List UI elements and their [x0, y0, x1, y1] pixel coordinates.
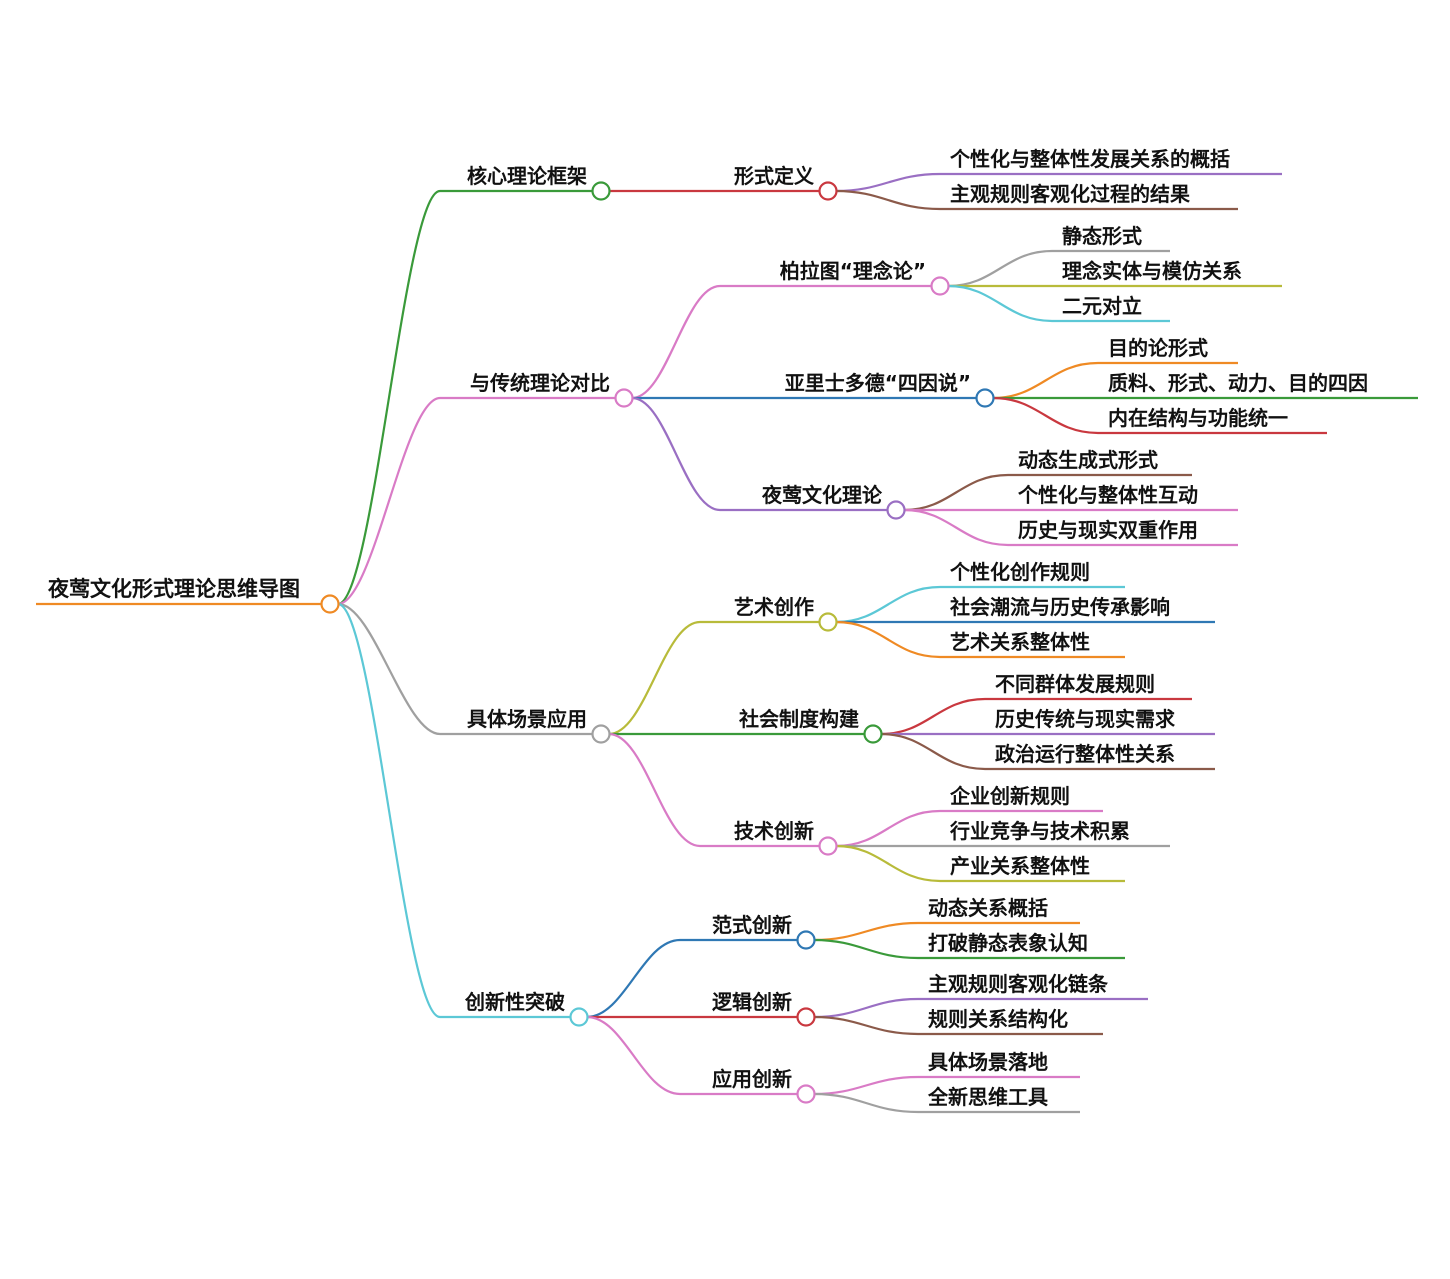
collapse-toggle-l2[interactable]: [796, 1084, 816, 1104]
collapse-toggle-l1[interactable]: [569, 1007, 589, 1027]
branch-edge-l3: [813, 1092, 919, 1114]
branch-edge-l3: [947, 249, 1053, 288]
leaf-node[interactable]: 行业竞争与技术积累: [949, 819, 1130, 843]
branch-edge-l1: [337, 189, 441, 606]
nodes-layer: 夜莺文化形式理论思维导图核心理论框架形式定义个性化与整体性发展关系的概括主观规则…: [47, 147, 1368, 1109]
branch-edge-l3: [835, 809, 941, 848]
leaf-node[interactable]: 目的论形式: [1108, 336, 1208, 360]
leaf-node[interactable]: 质料、形式、动力、目的四因: [1108, 371, 1368, 395]
branch-edge-l3: [813, 1075, 919, 1096]
branch-node-l1[interactable]: 核心理论框架: [467, 164, 587, 188]
branch-edge-l2: [608, 620, 701, 736]
branch-edge-l3: [947, 284, 1053, 323]
root-node-title[interactable]: 夜莺文化形式理论思维导图: [47, 577, 300, 601]
collapse-toggle-l2[interactable]: [975, 388, 995, 408]
leaf-node[interactable]: 个性化与整体性互动: [1017, 483, 1198, 507]
collapse-toggle-l2[interactable]: [886, 500, 906, 520]
branch-edge-l3: [835, 172, 941, 193]
branch-edge-l3: [992, 361, 1099, 400]
branch-edge-l3: [813, 1015, 919, 1036]
leaf-node[interactable]: 全新思维工具: [927, 1085, 1048, 1109]
branch-node-l2[interactable]: 逻辑创新: [712, 990, 792, 1014]
leaf-node[interactable]: 个性化与整体性发展关系的概括: [949, 147, 1230, 171]
branch-node-l2[interactable]: 应用创新: [712, 1067, 792, 1091]
leaf-node[interactable]: 打破静态表象认知: [928, 931, 1088, 955]
collapse-toggle-l2[interactable]: [818, 181, 838, 201]
branch-node-l2[interactable]: 夜莺文化理论: [761, 483, 883, 507]
leaf-node[interactable]: 主观规则客观化链条: [928, 972, 1109, 996]
leaf-node[interactable]: 规则关系结构化: [928, 1007, 1068, 1031]
leaf-node[interactable]: 主观规则客观化过程的结果: [950, 182, 1190, 206]
branch-edge-l3: [813, 997, 919, 1019]
branch-node-l1[interactable]: 与传统理论对比: [470, 371, 610, 395]
branch-edge-l2: [586, 938, 681, 1019]
leaf-node[interactable]: 动态关系概括: [928, 896, 1048, 920]
branch-node-l2[interactable]: 范式创新: [712, 913, 792, 937]
branch-edge-l1: [337, 602, 441, 736]
leaf-node[interactable]: 历史与现实双重作用: [1018, 518, 1198, 542]
leaf-node[interactable]: 不同群体发展规则: [995, 672, 1155, 696]
branch-node-l2[interactable]: 柏拉图“理念论”: [780, 259, 926, 283]
branch-edge-l2: [608, 732, 701, 848]
leaf-node[interactable]: 静态形式: [1062, 224, 1142, 248]
leaf-node[interactable]: 内在结构与功能统一: [1108, 406, 1288, 430]
collapse-toggle-l2[interactable]: [796, 1007, 816, 1027]
collapse-toggle-root[interactable]: [320, 594, 340, 614]
leaf-node[interactable]: 具体场景落地: [928, 1050, 1048, 1074]
branch-edge-l3: [835, 620, 941, 659]
collapse-toggle-l2[interactable]: [818, 836, 838, 856]
leaf-node[interactable]: 二元对立: [1062, 294, 1142, 318]
branch-node-l1[interactable]: 具体场景应用: [467, 707, 587, 731]
branch-edge-l3: [835, 189, 941, 211]
leaf-node[interactable]: 产业关系整体性: [950, 854, 1090, 878]
leaf-node[interactable]: 企业创新规则: [949, 784, 1070, 808]
collapse-toggle-l1[interactable]: [591, 181, 611, 201]
edges-layer: [36, 172, 1418, 1114]
branch-node-l2[interactable]: 技术创新: [734, 819, 814, 843]
branch-node-l2[interactable]: 形式定义: [734, 164, 814, 188]
leaf-node[interactable]: 动态生成式形式: [1018, 448, 1158, 472]
branch-edge-l3: [813, 938, 919, 960]
collapse-toggle-l1[interactable]: [614, 388, 634, 408]
branch-edge-l3: [813, 921, 919, 942]
branch-node-l1[interactable]: 创新性突破: [464, 990, 565, 1014]
branch-edge-l2: [631, 396, 721, 512]
collapse-toggle-l2[interactable]: [930, 276, 950, 296]
leaf-node[interactable]: 政治运行整体性关系: [995, 742, 1175, 766]
branch-node-l2[interactable]: 社会制度构建: [738, 707, 859, 731]
branch-edge-l3: [880, 697, 986, 736]
branch-edge-l3: [835, 844, 941, 883]
leaf-node[interactable]: 历史传统与现实需求: [995, 707, 1176, 731]
leaf-node[interactable]: 艺术关系整体性: [950, 630, 1090, 654]
collapse-toggle-l2[interactable]: [818, 612, 838, 632]
branch-edge-l3: [835, 585, 941, 624]
collapse-toggle-l2[interactable]: [863, 724, 883, 744]
branch-edge-l2: [631, 284, 721, 400]
collapse-toggle-l1[interactable]: [591, 724, 611, 744]
branch-edge-l3: [903, 508, 1009, 547]
collapse-toggle-l2[interactable]: [796, 930, 816, 950]
leaf-node[interactable]: 个性化创作规则: [949, 560, 1090, 584]
branch-edge-l1: [337, 602, 441, 1019]
branch-edge-l3: [992, 396, 1099, 435]
branch-edge-l3: [880, 732, 986, 771]
leaf-node[interactable]: 理念实体与模仿关系: [1062, 259, 1242, 283]
branch-node-l2[interactable]: 亚里士多德“四因说”: [785, 371, 971, 395]
branch-node-l2[interactable]: 艺术创作: [734, 595, 814, 619]
leaf-node[interactable]: 社会潮流与历史传承影响: [949, 595, 1170, 619]
branch-edge-l3: [903, 473, 1009, 512]
branch-edge-l1: [337, 396, 441, 606]
branch-edge-l2: [586, 1015, 681, 1096]
